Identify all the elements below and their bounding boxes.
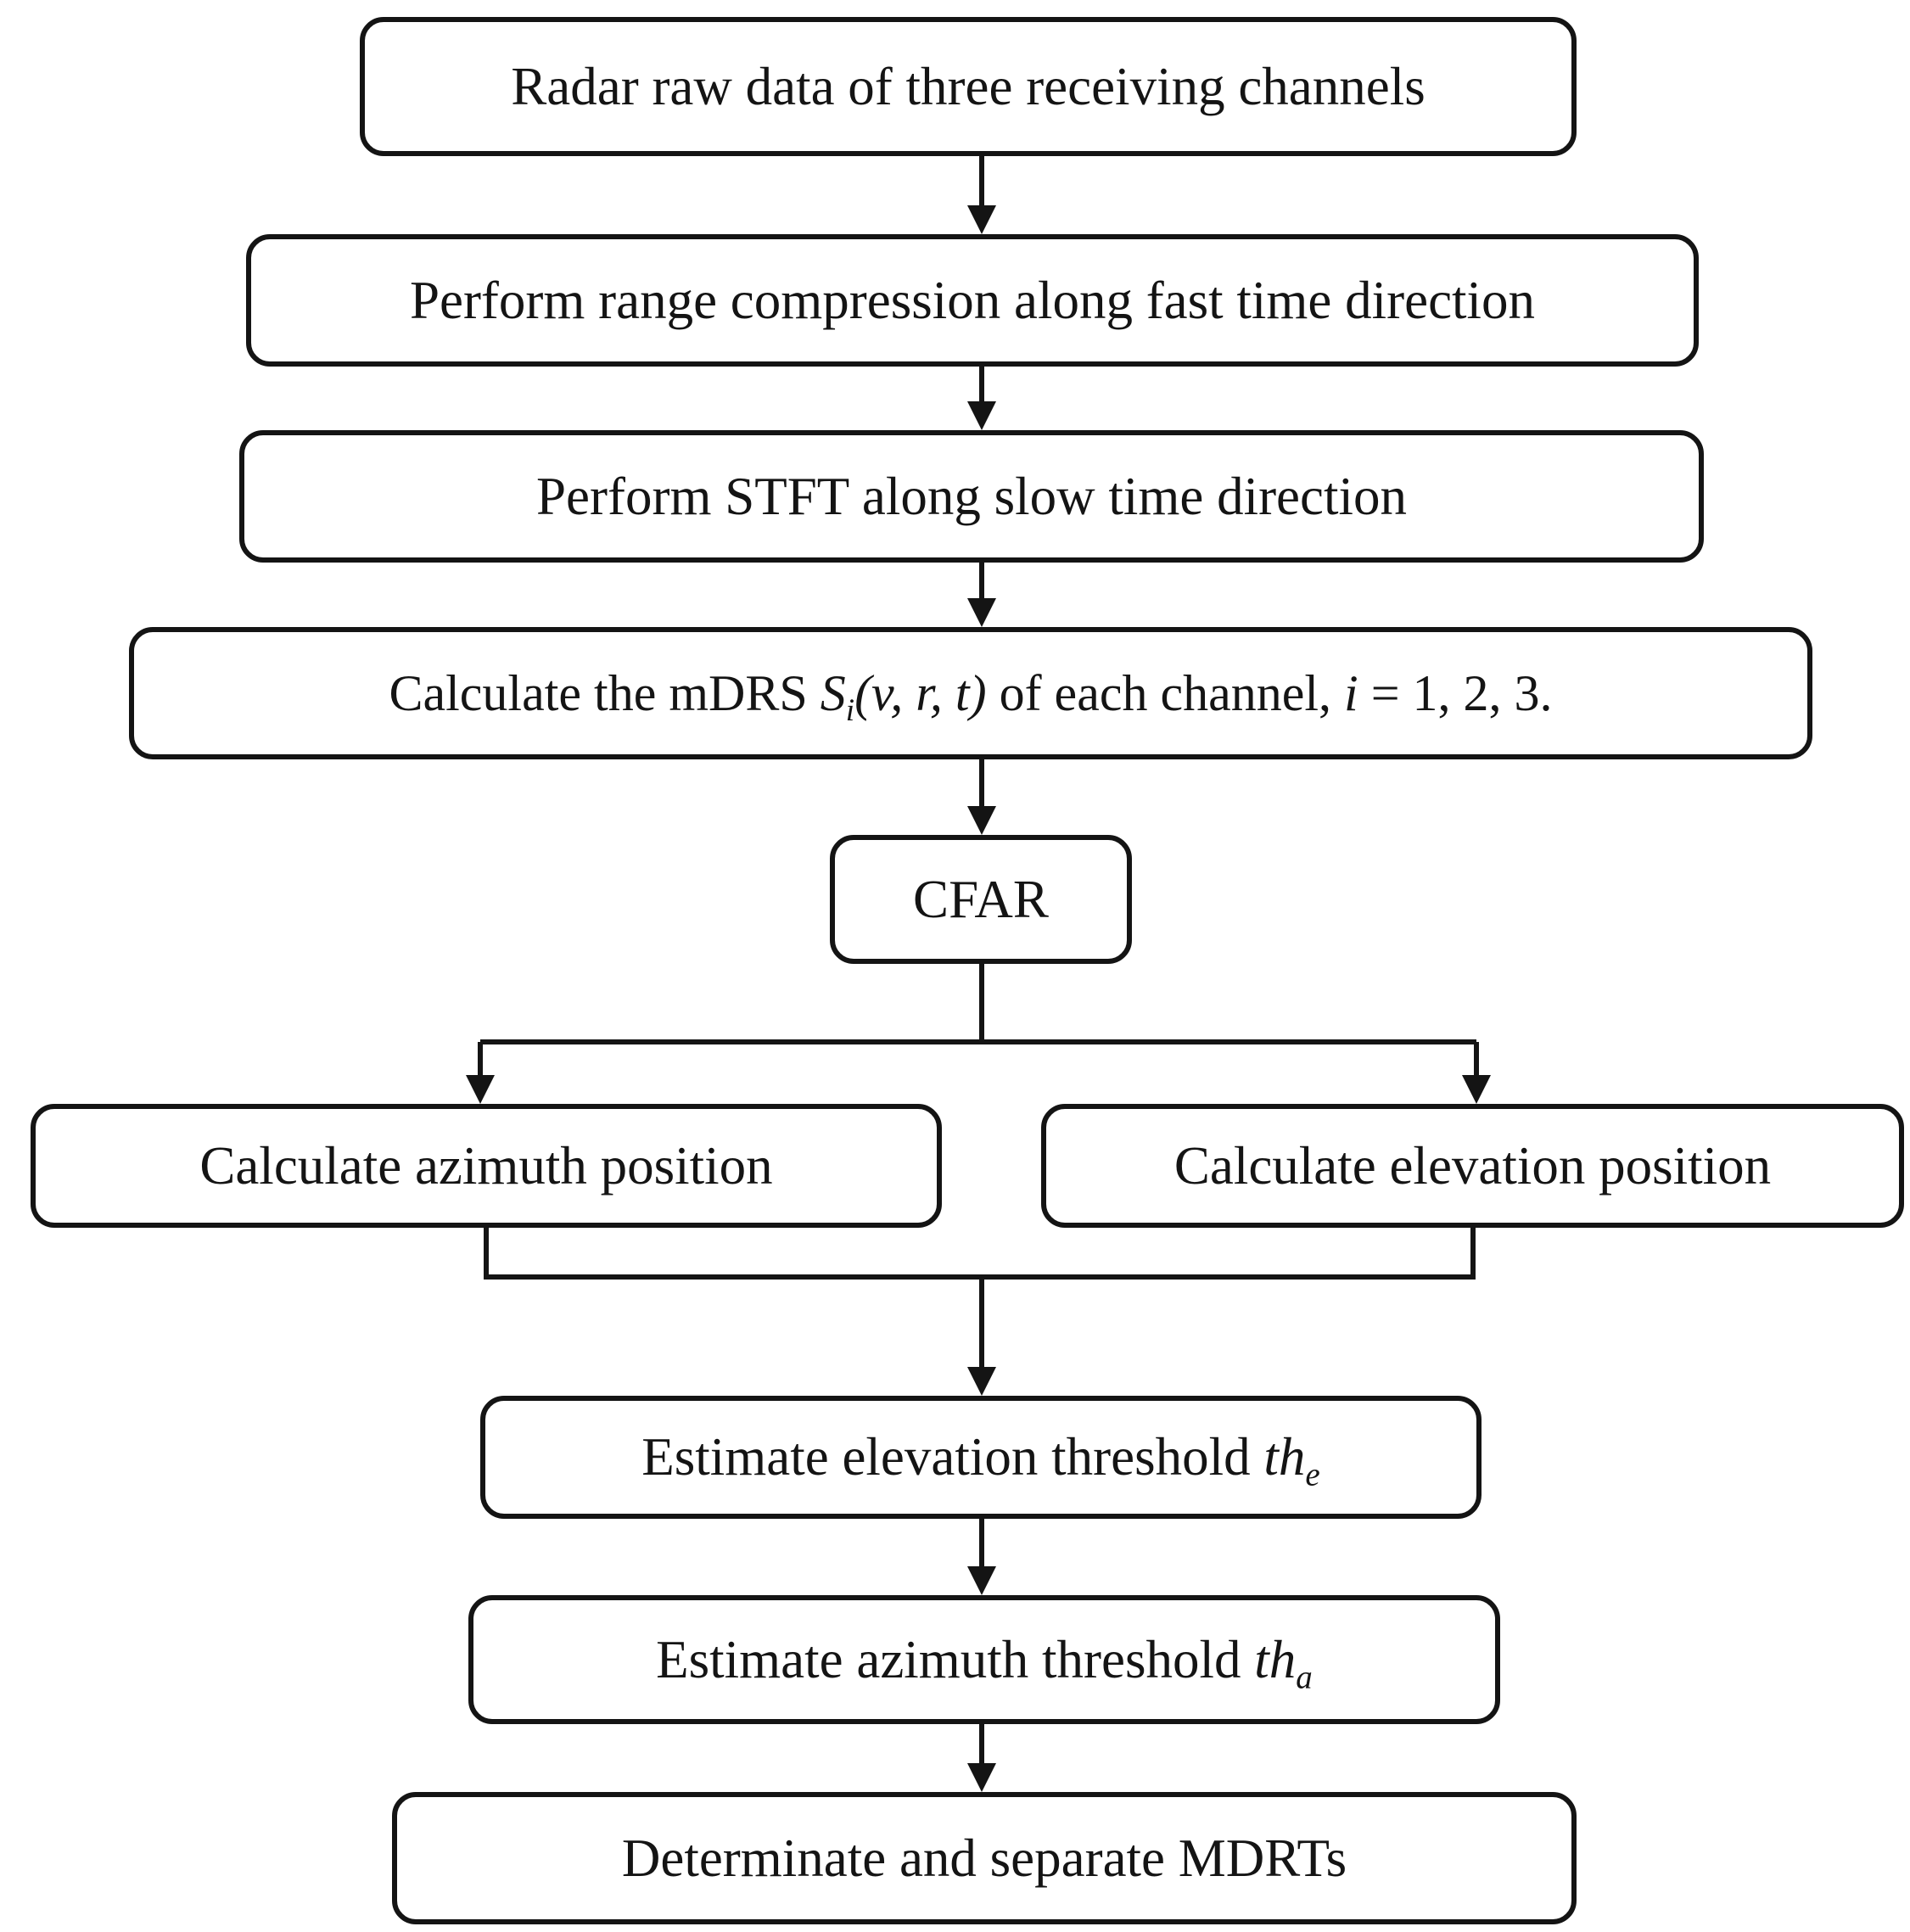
- node-stft: Perform STFT along slow time direction: [239, 430, 1704, 563]
- azimuth-threshold-var: th: [1254, 1629, 1297, 1689]
- node-azimuth-position-label: Calculate azimuth position: [199, 1135, 773, 1196]
- node-azimuth-threshold: Estimate azimuth threshold tha: [468, 1595, 1500, 1724]
- node-mdrts: Determinate and separate MDRTs: [392, 1792, 1577, 1924]
- node-elevation-position-label: Calculate elevation position: [1173, 1135, 1772, 1196]
- mdrs-args: (v, r, t): [854, 664, 987, 721]
- elevation-threshold-subscript: e: [1305, 1456, 1320, 1493]
- edge-elevation-to-azimuth-threshold: [967, 1519, 996, 1595]
- node-raw-data: Radar raw data of three receiving channe…: [360, 17, 1577, 156]
- edge-range-to-stft: [967, 367, 996, 430]
- elevation-threshold-var: th: [1263, 1427, 1306, 1487]
- mdrs-var-i: i: [1344, 664, 1358, 721]
- mdrs-var-s: S: [820, 664, 846, 721]
- node-elevation-threshold-label: Estimate elevation threshold the: [641, 1426, 1319, 1492]
- node-cfar: CFAR: [830, 835, 1132, 964]
- edge-mdrs-to-cfar: [967, 759, 996, 835]
- edge-azimuth-threshold-to-mdrts: [967, 1724, 996, 1792]
- node-stft-label: Perform STFT along slow time direction: [536, 466, 1407, 526]
- edge-stft-to-mdrs: [967, 563, 996, 627]
- edge-raw-to-range: [967, 156, 996, 234]
- azimuth-threshold-text: Estimate azimuth threshold: [656, 1629, 1255, 1689]
- mdrs-text-prefix: Calculate the mDRS: [389, 664, 821, 721]
- node-azimuth-threshold-label: Estimate azimuth threshold tha: [656, 1629, 1313, 1694]
- node-mdrs-label: Calculate the mDRS Si(v, r, t) of each c…: [389, 664, 1553, 726]
- node-elevation-threshold: Estimate elevation threshold the: [480, 1396, 1482, 1519]
- node-cfar-label: CFAR: [913, 869, 1049, 929]
- edge-merge-to-elevation-threshold: [484, 1228, 1476, 1396]
- node-raw-data-label: Radar raw data of three receiving channe…: [511, 56, 1425, 116]
- mdrs-text-middle: of each channel,: [986, 664, 1345, 721]
- edge-cfar-split: [466, 964, 1491, 1104]
- node-azimuth-position: Calculate azimuth position: [31, 1104, 942, 1228]
- elevation-threshold-text: Estimate elevation threshold: [641, 1427, 1264, 1487]
- node-elevation-position: Calculate elevation position: [1041, 1104, 1904, 1228]
- azimuth-threshold-subscript: a: [1296, 1659, 1313, 1696]
- mdrs-subscript-i: i: [845, 692, 855, 728]
- node-mdrts-label: Determinate and separate MDRTs: [621, 1828, 1347, 1888]
- node-mdrs: Calculate the mDRS Si(v, r, t) of each c…: [129, 627, 1812, 759]
- node-range-compression-label: Perform range compression along fast tim…: [409, 270, 1536, 330]
- node-range-compression: Perform range compression along fast tim…: [246, 234, 1699, 367]
- mdrs-text-suffix: = 1, 2, 3.: [1358, 664, 1553, 721]
